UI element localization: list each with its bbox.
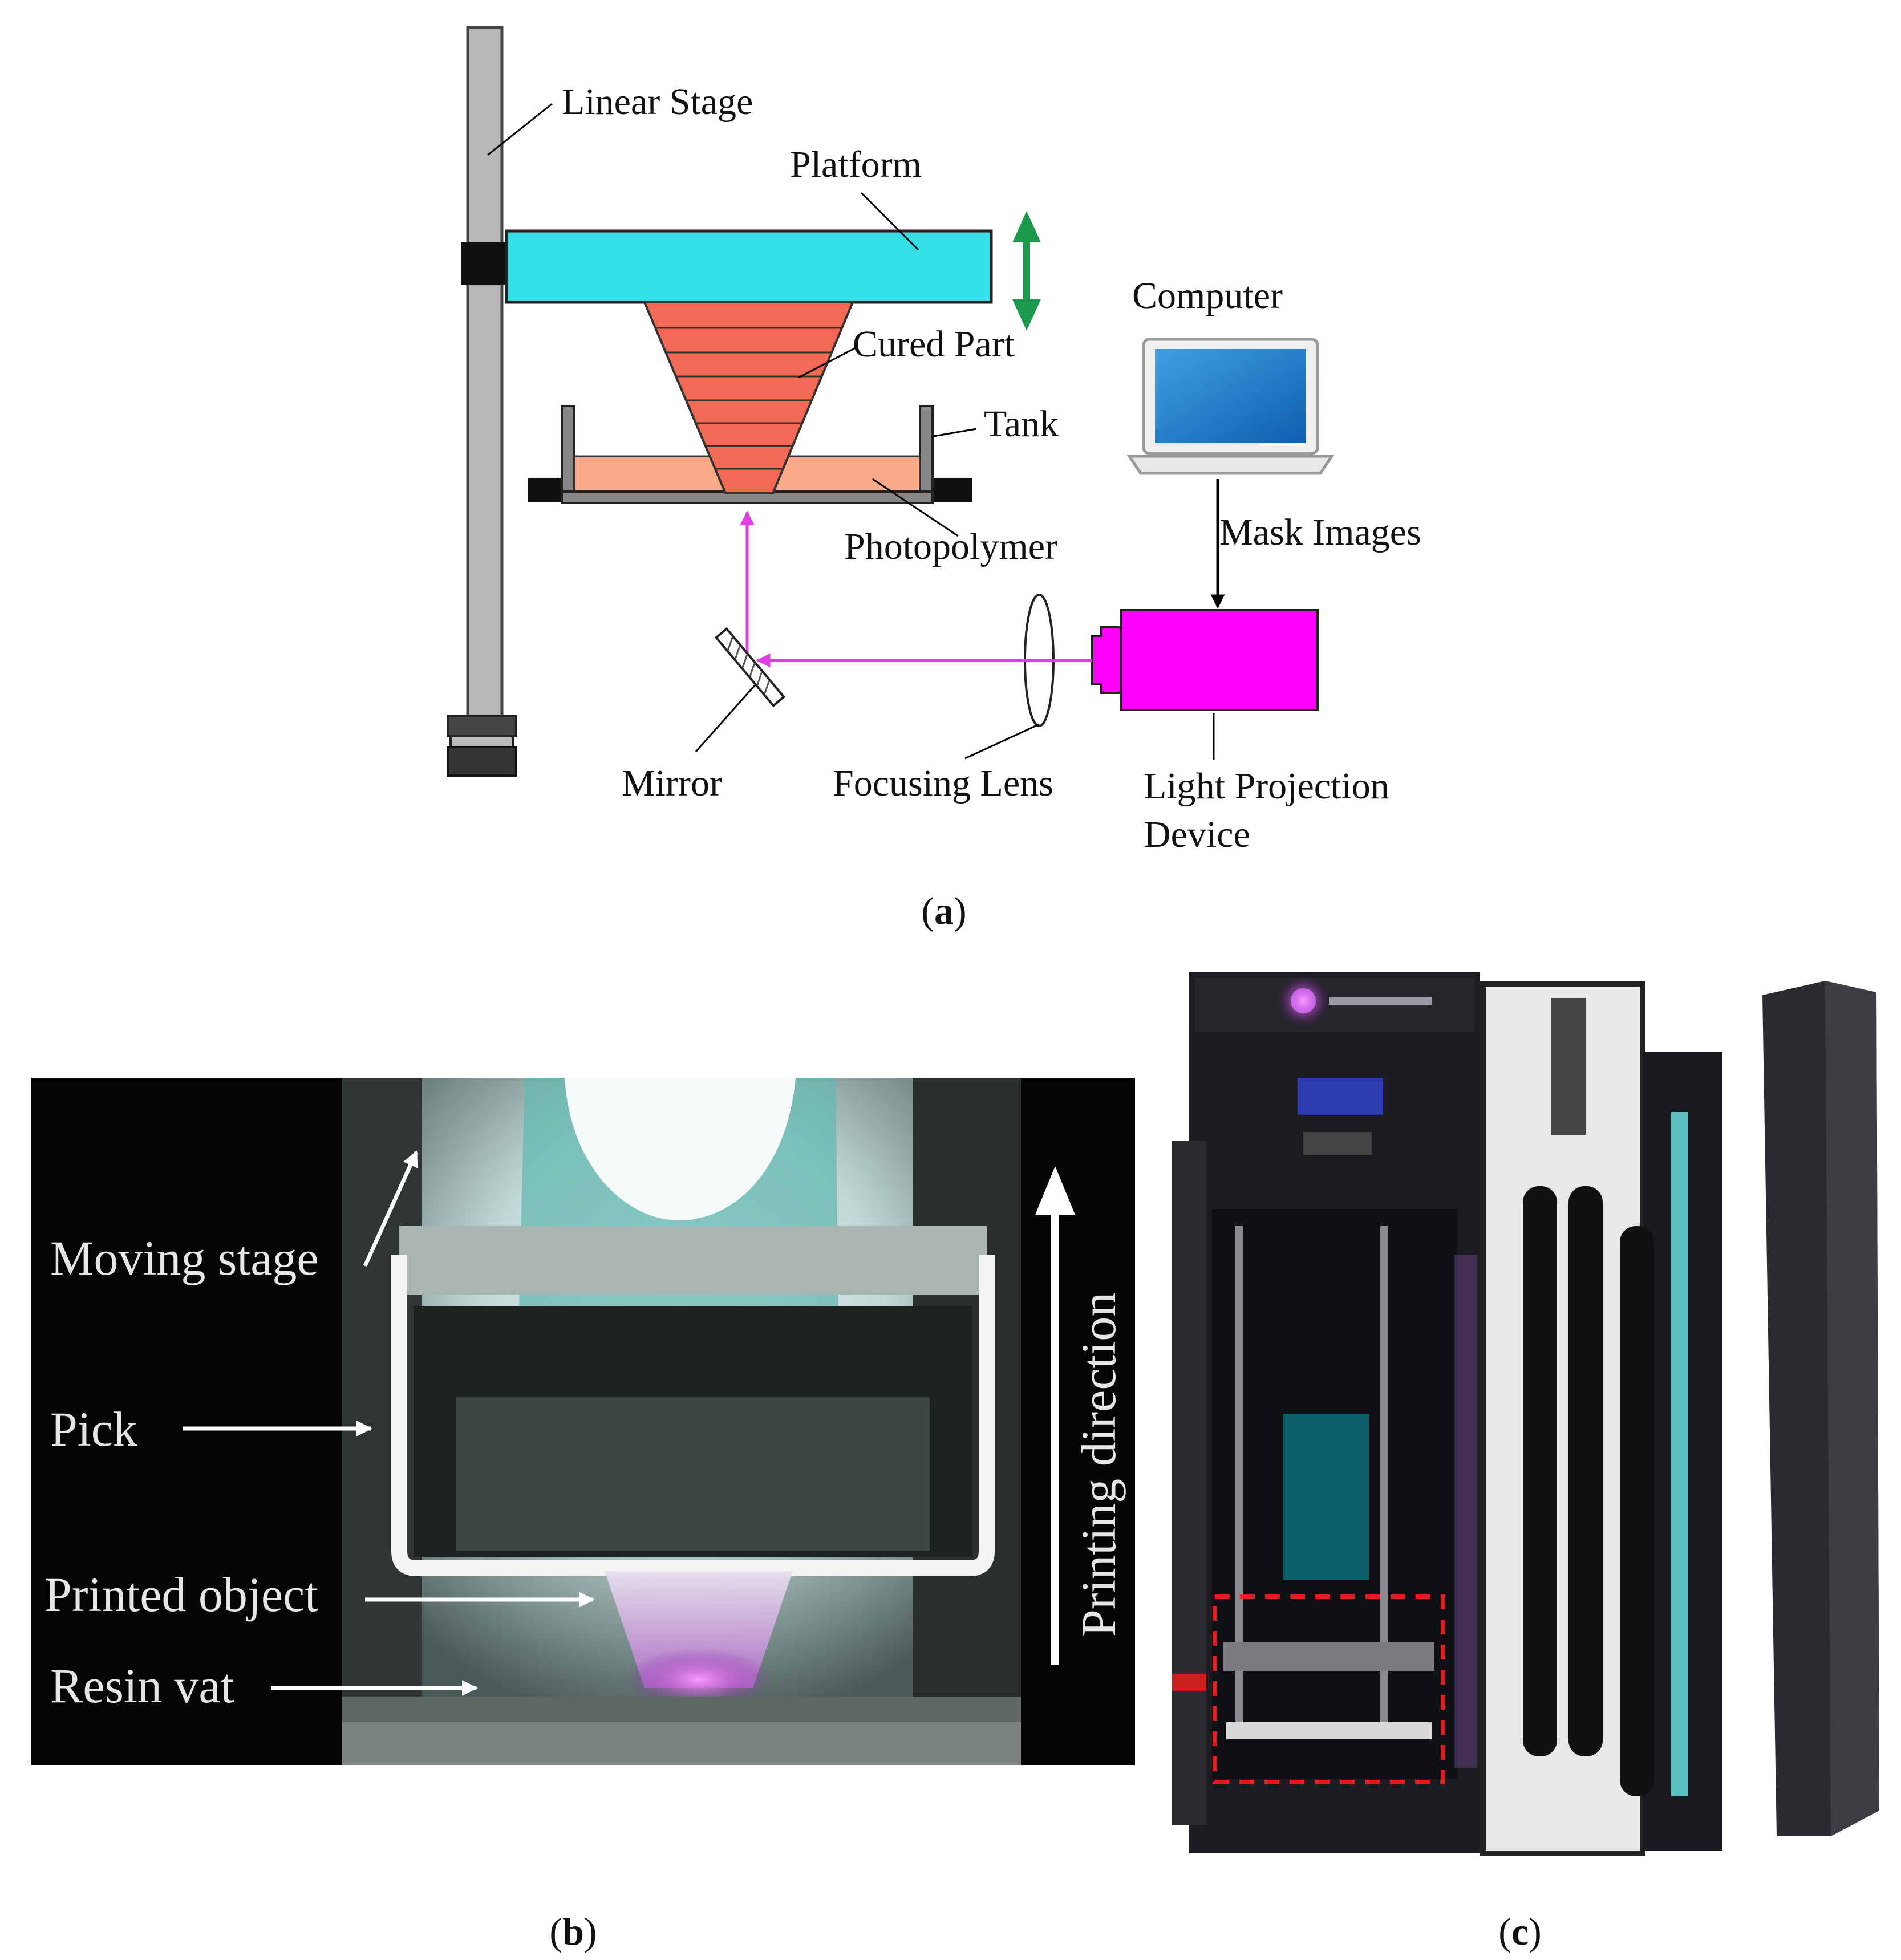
label-computer: Computer <box>1132 275 1283 316</box>
panel-c-photo: (c) <box>1172 972 1879 1953</box>
label-mirror: Mirror <box>622 762 722 804</box>
caption-c: (c) <box>1498 1910 1542 1953</box>
printer-display <box>1298 1078 1383 1115</box>
platform-clamp <box>461 242 506 285</box>
laptop-computer <box>1126 338 1335 475</box>
panel-b-photo: Moving stage Pick Printed object Resin v… <box>31 1078 1135 1953</box>
label-focusing-lens: Focusing Lens <box>833 762 1053 804</box>
label-moving-stage: Moving stage <box>50 1231 319 1285</box>
linear-stage-rail <box>466 26 504 719</box>
mirror <box>714 627 786 708</box>
rail-base-cap <box>447 715 517 737</box>
label-tank: Tank <box>984 403 1059 445</box>
platform <box>505 229 993 304</box>
label-light-projection-line1: Light Projection <box>1144 765 1389 807</box>
light-projection-device <box>1091 609 1319 711</box>
label-mask-images: Mask Images <box>1219 512 1421 553</box>
rail-base-ring <box>449 735 514 748</box>
label-pick: Pick <box>50 1402 137 1456</box>
label-light-projection-line2: Device <box>1144 814 1250 855</box>
moving-stage-bar <box>399 1226 987 1295</box>
label-resin-vat: Resin vat <box>50 1658 234 1713</box>
build-chamber <box>1213 1594 1445 1784</box>
light-beam <box>740 510 1092 668</box>
leader-lines <box>487 103 1215 760</box>
photo-b-arrows <box>183 1150 595 1696</box>
platform-motion-arrow <box>1012 211 1041 331</box>
label-linear-stage: Linear Stage <box>562 81 753 123</box>
caption-a: (a) <box>921 889 966 932</box>
rail-base-foot <box>447 746 517 777</box>
label-printed-object: Printed object <box>44 1567 318 1622</box>
cured-part <box>642 301 855 494</box>
label-photopolymer: Photopolymer <box>844 526 1057 567</box>
panel-a-schematic: Linear Stage Platform Computer Cured Par… <box>447 26 1421 932</box>
label-platform: Platform <box>790 144 922 185</box>
pick-frame <box>391 1255 995 1576</box>
label-printing-direction: Printing direction <box>1071 1292 1126 1637</box>
label-cured-part: Cured Part <box>853 323 1015 365</box>
caption-b: (b) <box>549 1910 597 1953</box>
